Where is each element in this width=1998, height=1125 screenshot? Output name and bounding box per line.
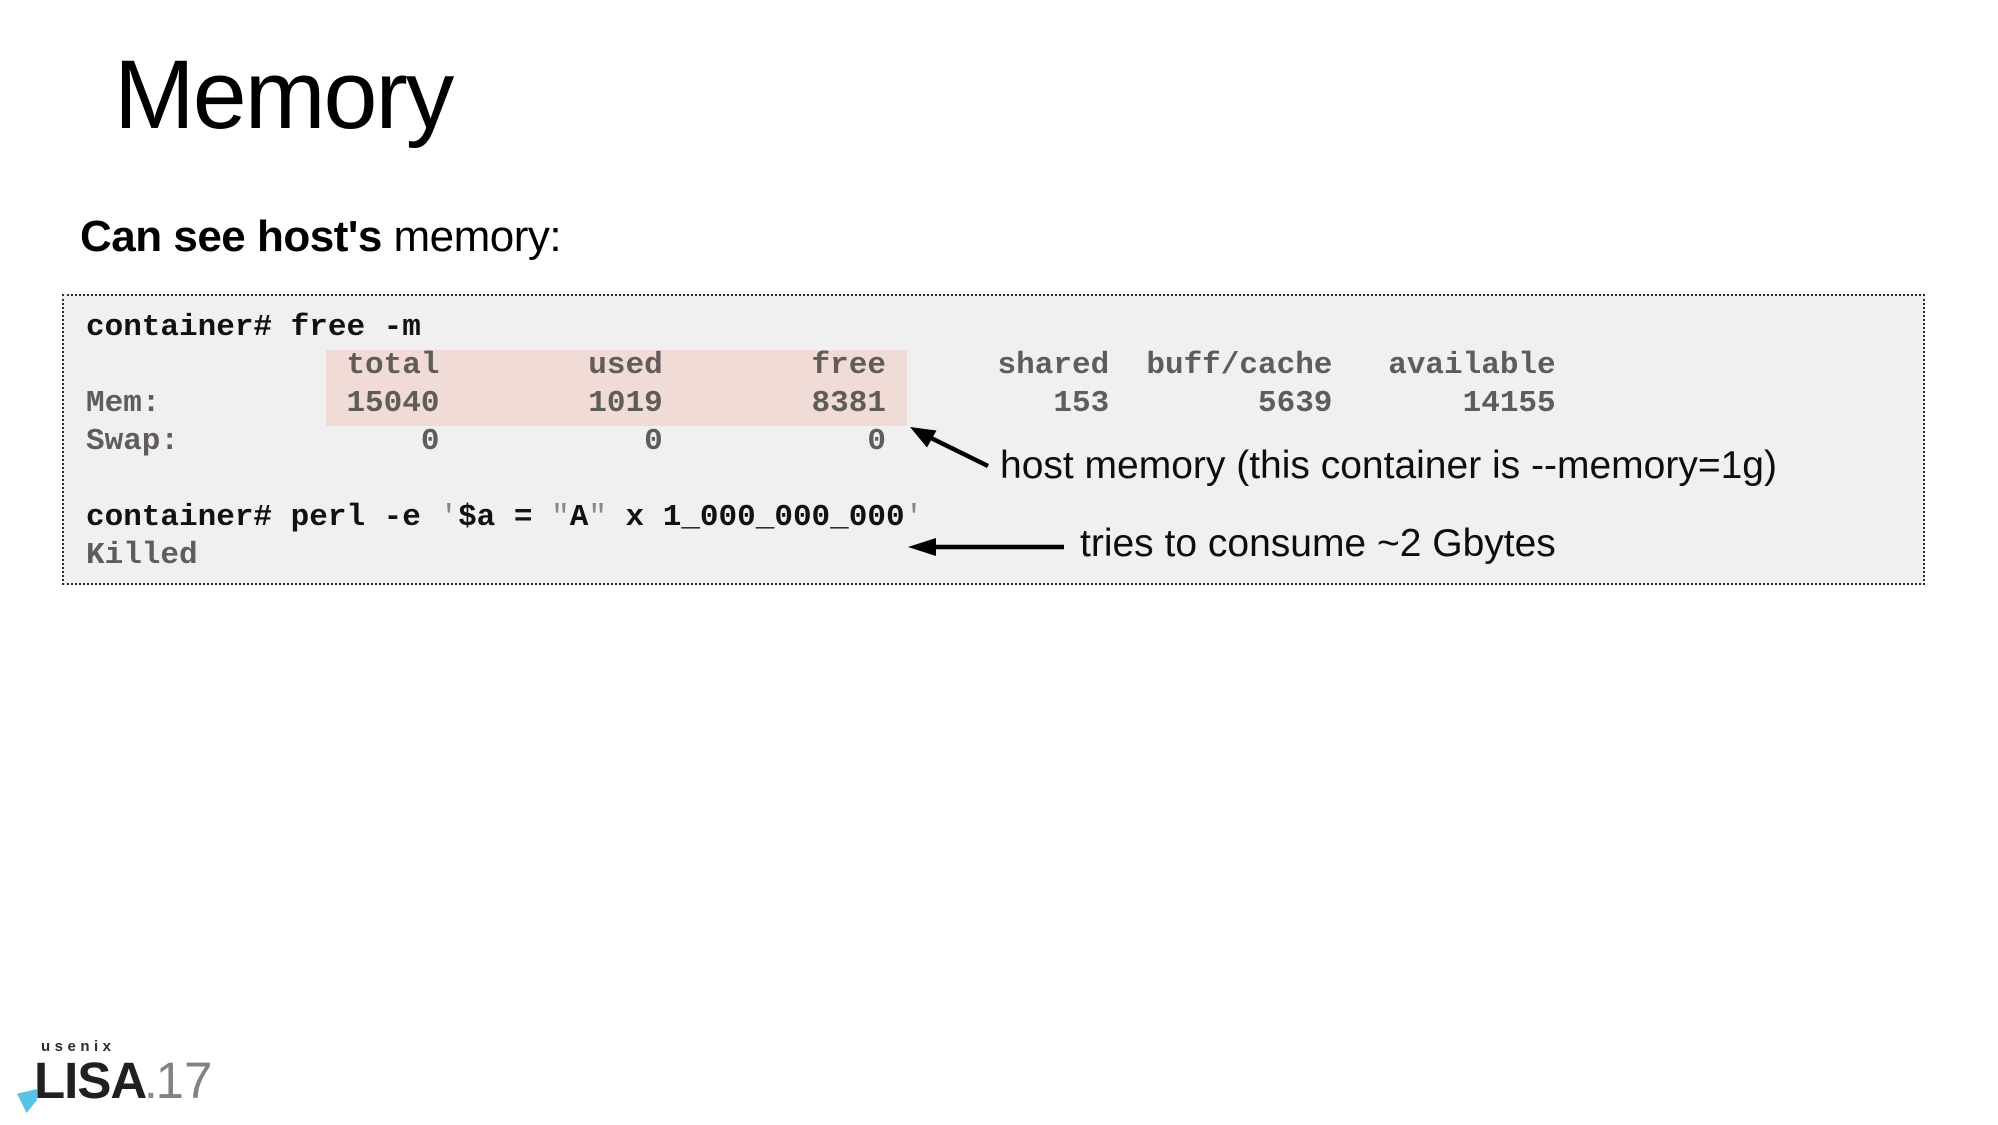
host-memory-annotation: host memory (this container is --memory=… bbox=[1000, 444, 1777, 487]
lisa-dot: . bbox=[146, 1068, 156, 1106]
perl-quote: " bbox=[588, 500, 607, 535]
subheading-bold-text: Can see host's bbox=[80, 212, 382, 261]
perl-quote: ' bbox=[904, 500, 924, 535]
perl-command-text: A bbox=[569, 500, 589, 535]
free-header-row: total used free shared buff/cache availa… bbox=[86, 348, 1556, 383]
perl-command-text: x 1_000_000_000 bbox=[606, 500, 905, 535]
free-swap-row: Swap: 0 0 0 bbox=[86, 424, 886, 459]
memory-columns-highlight bbox=[326, 350, 907, 426]
free-mem-row: Mem: 15040 1019 8381 153 5639 14155 bbox=[86, 386, 1556, 421]
logo-triangle-icon bbox=[17, 1089, 37, 1113]
subheading: Can see host's memory: bbox=[80, 212, 562, 262]
killed-output: Killed bbox=[86, 538, 198, 573]
lisa-year: 17 bbox=[155, 1052, 213, 1109]
perl-quote: " bbox=[551, 500, 570, 535]
slide-title: Memory bbox=[114, 40, 454, 149]
terminal-blank-line bbox=[86, 461, 1923, 499]
consume-annotation: tries to consume ~2 Gbytes bbox=[1080, 522, 1556, 565]
perl-quote: ' bbox=[439, 500, 459, 535]
usenix-wordmark: usenix bbox=[41, 1038, 116, 1055]
perl-command-text: $a = bbox=[458, 500, 552, 535]
lisa17-wordmark: LISA.17 bbox=[34, 1052, 213, 1109]
terminal-command-free: container# free -m bbox=[86, 310, 421, 345]
subheading-normal-text: memory: bbox=[381, 212, 562, 261]
lisa-text: LISA bbox=[34, 1052, 147, 1109]
terminal-command-perl: container# perl -e '$a = "A" x 1_000_000… bbox=[86, 499, 1923, 537]
lisa17-logo: usenix LISA.17 bbox=[0, 1030, 320, 1125]
terminal-output-box: container# free -m total used free share… bbox=[62, 294, 1925, 585]
perl-command-text: container# perl -e bbox=[86, 500, 440, 535]
